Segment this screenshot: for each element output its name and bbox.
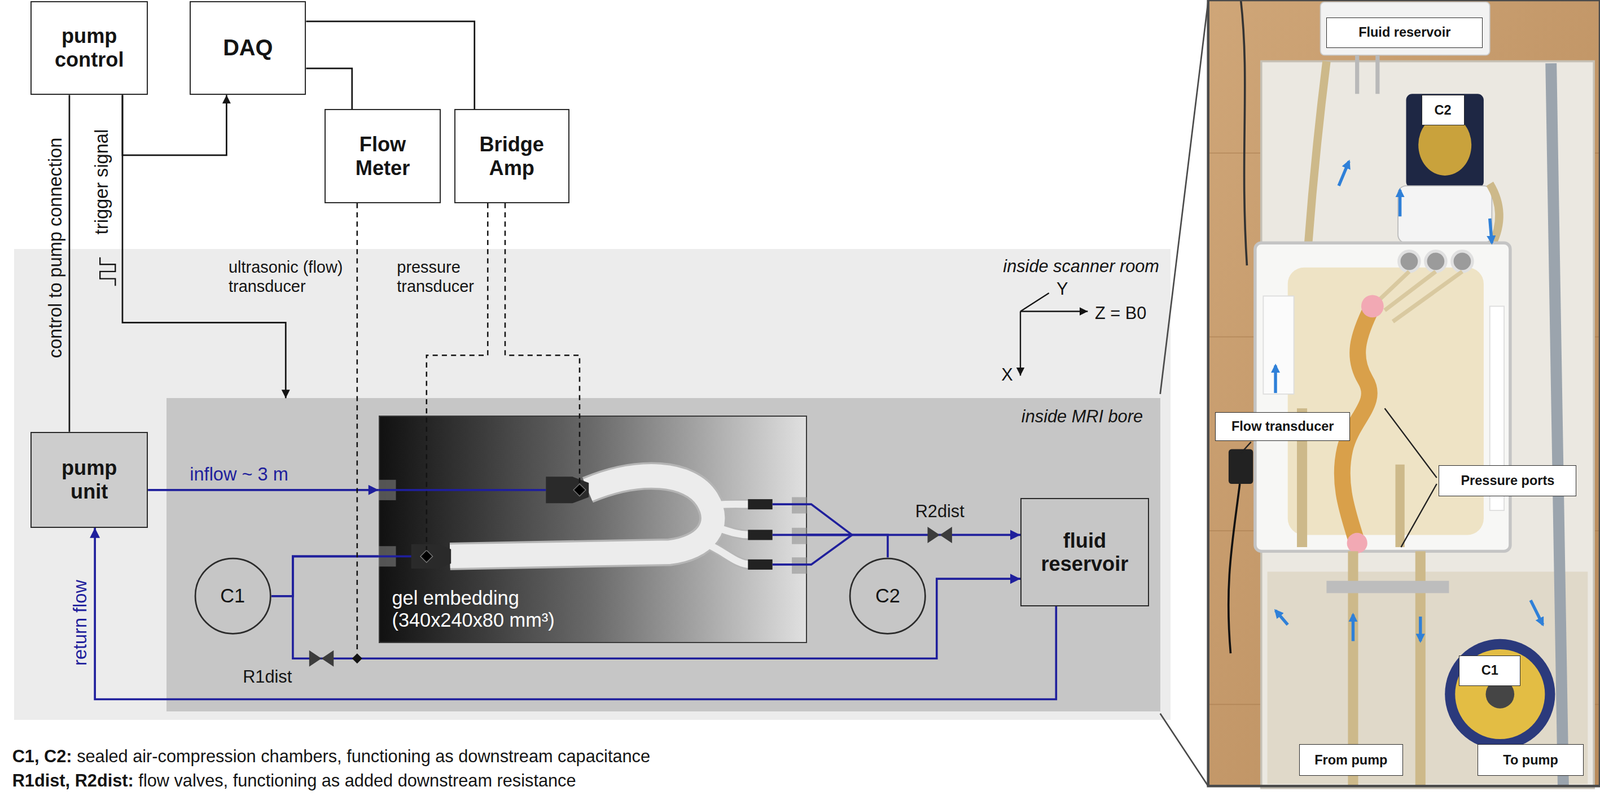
reservoir-box: fluid reservoir	[1020, 497, 1150, 607]
node-label: Fluid reservoir	[1358, 24, 1451, 41]
axis-label: Z = B0	[1094, 303, 1147, 323]
legend-text: sealed air-compression chambers, functio…	[76, 746, 651, 766]
node-label: Flow Meter	[342, 132, 424, 180]
callout-box: Fluid reservoir	[1326, 17, 1483, 48]
label-anchor: R2dist	[915, 501, 965, 521]
chamber-outline-circle	[195, 558, 271, 634]
label-anchor: inflow ~ 3 m	[189, 463, 288, 485]
transducer-label: pressure transducer	[396, 257, 482, 296]
label-anchor: R1dist, R2dist:	[12, 770, 134, 791]
node-label: fluid reservoir	[1036, 528, 1134, 576]
gel-block: gel embedding (340x240x80 mm³)	[378, 415, 808, 643]
region-label: inside scanner room	[1002, 256, 1160, 276]
axis-label: X	[1001, 364, 1014, 385]
node-label: To pump	[1502, 752, 1558, 768]
node-label: C2	[1434, 102, 1452, 118]
callout-box: C2	[1421, 94, 1465, 126]
label-anchor: Z = B0	[1094, 303, 1147, 323]
node-label: gel embedding (340x240x80 mm³)	[391, 586, 563, 632]
instrument-box: Flow Meter	[324, 108, 441, 203]
edge-label: inflow ~ 3 m	[189, 463, 288, 485]
edge-label: trigger signal	[91, 129, 113, 235]
node-label: DAQ	[222, 34, 273, 61]
label-anchor: X	[1001, 364, 1014, 385]
legend-key: C1, C2:	[12, 746, 73, 766]
signal-line	[305, 21, 475, 109]
valve-label: R1dist	[242, 666, 292, 687]
signal-line	[305, 68, 352, 109]
node-label: From pump	[1314, 752, 1388, 768]
callout-box: From pump	[1299, 743, 1404, 776]
label-anchor: ultrasonic (flow) transducer	[228, 257, 350, 296]
label-anchor: R1dist	[242, 666, 292, 687]
node-label: Flow transducer	[1231, 418, 1335, 435]
node-label: C1	[1481, 662, 1499, 678]
label-anchor: return flow	[69, 579, 91, 666]
node-label: pump unit	[48, 456, 131, 503]
chamber-circle: C2	[848, 557, 927, 635]
label-anchor: C1, C2:	[12, 746, 73, 766]
legend-key: R1dist, R2dist:	[12, 770, 134, 791]
axis-label: Y	[1056, 278, 1069, 299]
legend-text: flow valves, functioning as added downst…	[138, 770, 576, 791]
node-label: Bridge Amp	[470, 132, 553, 180]
node-label: C1	[220, 584, 245, 608]
node-label: pump control	[48, 24, 131, 72]
callout-box: Pressure ports	[1438, 465, 1577, 496]
callout-box: Flow transducer	[1215, 411, 1350, 441]
instrument-box: Bridge Amp	[454, 108, 570, 203]
callout-box: C1	[1458, 655, 1520, 686]
label-anchor: sealed air-compression chambers, functio…	[76, 746, 651, 766]
label-anchor: flow valves, functioning as added downst…	[138, 770, 576, 791]
signal-line	[68, 94, 71, 432]
pump-box: pump unit	[30, 431, 148, 528]
node-label: C2	[875, 584, 901, 608]
region-label: inside MRI bore	[1021, 406, 1143, 427]
transducer-label: ultrasonic (flow) transducer	[228, 257, 350, 296]
edge-label: return flow	[69, 579, 91, 666]
chamber-circle: C1	[194, 557, 272, 635]
process-box: pump control	[30, 1, 148, 95]
label-anchor: Y	[1056, 278, 1069, 299]
label-anchor: trigger signal	[91, 129, 113, 235]
label-anchor: control to pump connection	[45, 137, 67, 359]
flow-tube	[147, 488, 379, 492]
callout-box: To pump	[1477, 743, 1584, 776]
label-anchor: pressure transducer	[396, 257, 482, 296]
signal-line	[122, 94, 227, 156]
node-label: Pressure ports	[1460, 472, 1555, 489]
process-box: DAQ	[189, 1, 306, 95]
edge-label: control to pump connection	[45, 137, 67, 359]
chamber-outline-circle	[849, 558, 926, 634]
valve-label: R2dist	[915, 501, 965, 521]
